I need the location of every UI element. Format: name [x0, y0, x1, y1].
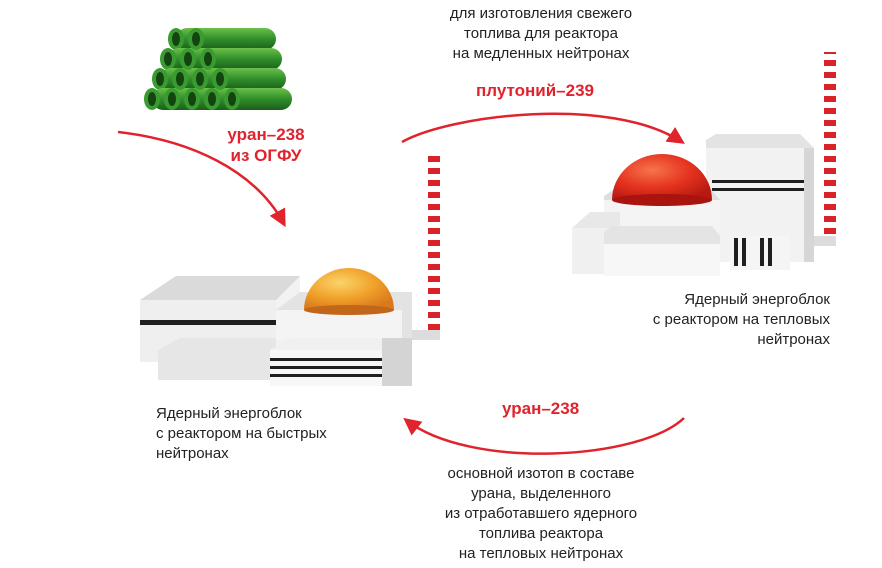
thermal-reactor-plant-icon [572, 52, 836, 276]
bottom-note-line: урана, выделенного [471, 485, 611, 502]
uranium-return-label: уран–238 [502, 399, 580, 418]
thermal-plant-caption: Ядерный энергоблок с реактором на теплов… [600, 290, 830, 350]
bottom-note-line: из отработавшего ядерного [444, 505, 638, 522]
uranium-ogfu-line: уран–238 [227, 125, 305, 144]
arrow-plutonium-to-thermal [401, 112, 685, 144]
fast-plant-caption: Ядерный энергоблок с реактором на быстры… [156, 404, 396, 464]
arrow-uranium-return [403, 417, 685, 455]
thermal-caption-line: Ядерный энергоблок [684, 291, 830, 308]
bottom-note: основной изотоп в составе урана, выделен… [400, 464, 682, 564]
plutonium-label: плутоний–239 [476, 81, 594, 100]
fast-caption-line: с реактором на быстрых [156, 425, 327, 442]
fast-caption-line: нейтронах [156, 445, 229, 462]
fast-reactor-plant-icon [140, 150, 440, 386]
top-note-line: топлива для реактора [464, 25, 618, 42]
fast-caption-line: Ядерный энергоблок [156, 405, 302, 422]
top-note: для изготовления свежего топлива для реа… [400, 4, 682, 64]
thermal-caption-line: с реактором на тепловых [652, 311, 830, 328]
thermal-caption-line: нейтронах [757, 331, 830, 348]
top-note-line: для изготовления свежего [449, 5, 633, 22]
bottom-note-line: основной изотоп в составе [447, 465, 635, 482]
bottom-note-line: на тепловых нейтронах [458, 545, 624, 562]
uranium-pipe-stack-icon [144, 28, 292, 110]
uranium-ogfu-label: уран–238 из ОГФУ [196, 124, 336, 166]
top-note-line: на медленных нейтронах [452, 45, 630, 62]
uranium-ogfu-line: из ОГФУ [230, 146, 302, 165]
arrow-uranium-to-fast [117, 130, 286, 228]
bottom-note-line: топлива реактора [478, 525, 604, 542]
